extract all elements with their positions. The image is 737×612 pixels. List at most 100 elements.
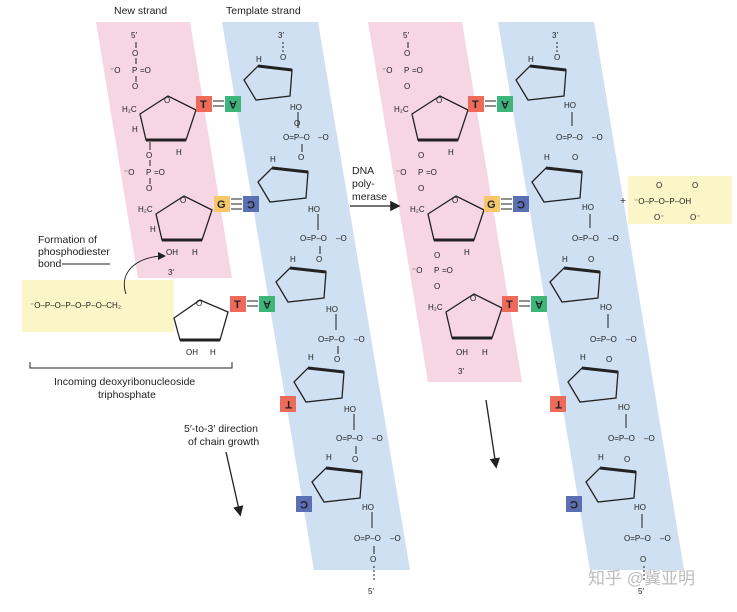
deoxyribose-ring (155, 195, 213, 241)
base-a-box (497, 96, 513, 112)
phosphate-o-minus: ⁻O (412, 266, 422, 275)
oxygen-label: O (418, 151, 424, 160)
right-template-strand: 3′ O H HO O=P–O –O O H HO O=P–O –O O H H… (515, 31, 671, 596)
prime-3-label: 3′ (168, 268, 174, 277)
deoxyribose-ring (173, 299, 229, 341)
phosphate-eq-o: =O (154, 168, 165, 177)
prime-5-label: 5′ (368, 587, 374, 596)
left-template-strand: 3′ O H HO O O=P–O –O O H HO O=P–O –O O H… (243, 31, 401, 596)
base-t-label: T (555, 398, 562, 410)
phosphate-eq-o: =O (442, 266, 453, 275)
phosphate-o-minus-right: –O (644, 434, 655, 443)
base-pair-g-c-1: G C (214, 196, 259, 212)
template-strand-band-right (498, 22, 684, 570)
formation-label-line3: bond (38, 258, 62, 270)
deoxyribose-ring (257, 167, 309, 203)
base-t-box (280, 396, 296, 412)
enzyme-label-line3: merase (352, 191, 387, 203)
hydrogen-label: H (132, 125, 138, 134)
ring-oxygen: O (452, 196, 458, 205)
base-t-label: T (472, 99, 479, 111)
hydroxyl-ho-label: HO (308, 205, 320, 214)
pyrophosphate-formula: ⁻O–P–O–P–OH (634, 197, 691, 206)
hydrogen-label: H (326, 453, 332, 462)
oxygen-label: O (572, 153, 578, 162)
base-t-label: T (234, 299, 241, 311)
bond-formation-arrow (123, 252, 166, 295)
oxygen-label: O (132, 82, 138, 91)
prime-3-label: 3′ (278, 31, 284, 40)
phosphate-o-minus-right: –O (626, 335, 637, 344)
oxygen-label: O (352, 455, 358, 464)
unpaired-base-t-right: T (550, 396, 566, 412)
phosphate-eq-o: =O (140, 66, 151, 75)
hydroxyl-label: OH (166, 248, 178, 257)
hydroxyl-ho-label: HO (618, 403, 630, 412)
hydrogen-label: H (448, 148, 454, 157)
hydrogen-label: H (210, 348, 216, 357)
enzyme-label-line1: DNA (352, 165, 374, 177)
pyrophosphate-box (628, 176, 732, 224)
oxygen-label: O (146, 151, 152, 160)
base-g-box (484, 196, 500, 212)
hydrogen-label: H (308, 353, 314, 362)
phosphate-o-minus: ⁻O (382, 66, 392, 75)
hydrogen-label: H (290, 255, 296, 264)
hydrogen-label: H (544, 153, 550, 162)
unpaired-base-c-right: C (566, 496, 582, 512)
base-c-box (513, 196, 529, 212)
hydroxyl-ho-label: HO (564, 101, 576, 110)
phosphate-group: O=P–O (624, 534, 651, 543)
hydrogen-label: H (176, 148, 182, 157)
phosphate-o-minus: ⁻O (110, 66, 120, 75)
prime-3-label: 3′ (458, 367, 464, 376)
prime-3-label: 3′ (552, 31, 558, 40)
ring-oxygen: O (436, 96, 442, 105)
base-a-box (531, 296, 547, 312)
ring-oxygen: O (180, 196, 186, 205)
phosphate-eq-o: =O (412, 66, 423, 75)
base-c-label: C (300, 498, 308, 510)
oxygen-label: O (434, 251, 440, 260)
left-new-nucleotide-2: H₂C O H H OH 3′ (138, 195, 213, 277)
phosphorus-label: P (146, 168, 151, 177)
oxygen-label: O (606, 355, 612, 364)
deoxyribose-ring (515, 65, 567, 101)
phosphate-group: O=P–O (590, 335, 617, 344)
base-t-box (550, 396, 566, 412)
deoxyribose-ring (311, 467, 363, 503)
deoxyribose-ring (445, 293, 503, 339)
oxygen-label: O (404, 49, 410, 58)
incoming-triphosphate-box (22, 280, 174, 332)
new-strand-band-right (368, 22, 522, 382)
hydroxyl-label: OH (456, 348, 468, 357)
phosphate-o-minus-right: –O (354, 335, 365, 344)
base-c-box (296, 496, 312, 512)
hydrogen-label: H (270, 155, 276, 164)
phosphorus-label: P (404, 66, 409, 75)
deoxyribose-ring (293, 367, 345, 403)
oxygen-label: O (434, 282, 440, 291)
base-t-box (468, 96, 484, 112)
methylene-label: H₂C (394, 105, 409, 114)
hydrogen-label: H (580, 353, 586, 362)
base-c-box (566, 496, 582, 512)
left-new-nucleotide-1: 5′ O ⁻O P =O O H₂C O H H O ⁻O P =O O (110, 31, 197, 193)
base-t-box (230, 296, 246, 312)
base-a-label: A (263, 298, 271, 310)
phosphate-group: O=P–O (572, 234, 599, 243)
hydrogen-label: H (528, 55, 534, 64)
prime-5-label: 5′ (131, 31, 137, 40)
enzyme-label-line2: poly- (352, 178, 375, 190)
phosphate-o-minus-right: –O (592, 133, 603, 142)
deoxyribose-ring (139, 95, 197, 141)
oxygen-label: O (624, 455, 630, 464)
base-g-label: G (217, 199, 226, 211)
phosphate-group: O=P–O (300, 234, 327, 243)
oxygen-minus-label: O⁻ (690, 213, 700, 222)
phosphate-group: O=P–O (608, 434, 635, 443)
formation-label-line1: Formation of (38, 234, 97, 246)
oxygen-label: O (370, 555, 376, 564)
hydroxyl-ho-label: HO (600, 303, 612, 312)
